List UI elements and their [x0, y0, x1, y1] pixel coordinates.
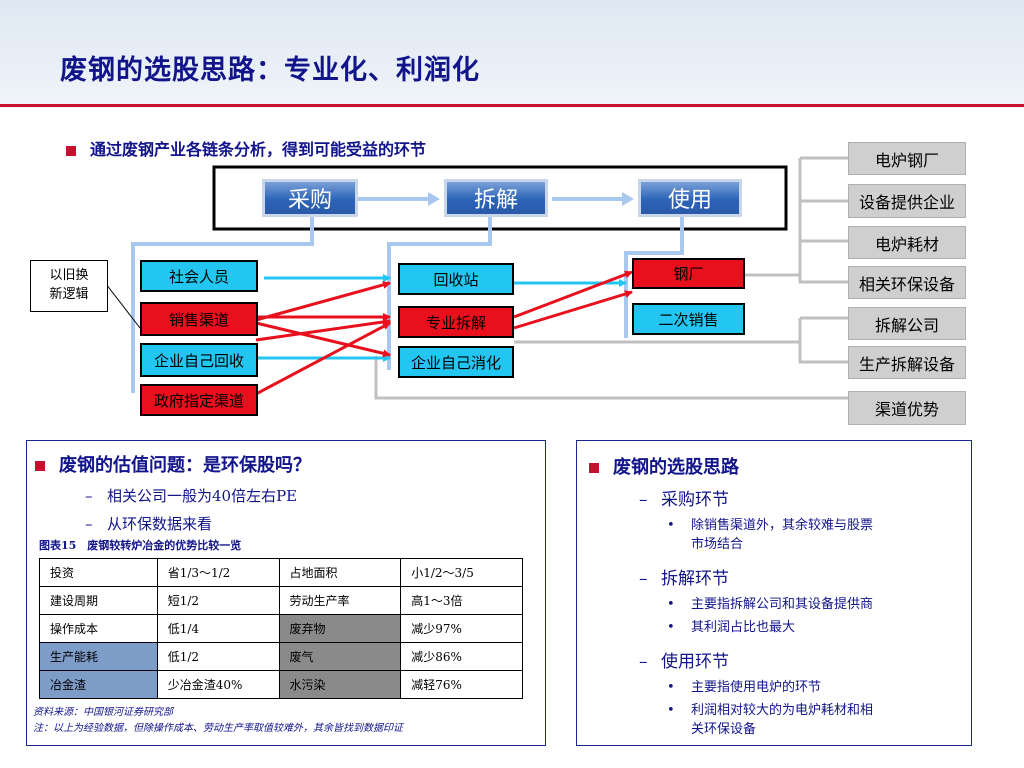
beneficiary-dismantling-equipment: 生产拆解设备: [848, 346, 966, 379]
header-divider: [0, 104, 1024, 107]
table-cell: 操作成本: [39, 614, 158, 643]
stage-frame: [212, 165, 788, 231]
right-section-title: –拆解环节: [639, 569, 729, 589]
header-background: [0, 0, 1024, 108]
process-professional-dismantling: 专业拆解: [398, 306, 514, 338]
square-bullet-icon: [66, 145, 76, 156]
flow-connectors: [105, 156, 848, 400]
stage-usage: 使用: [638, 179, 742, 217]
beneficiary-dismantling-company: 拆解公司: [848, 307, 966, 340]
right-panel-heading-text: 废钢的选股思路: [613, 457, 739, 478]
process-recycling-station: 回收站: [398, 263, 514, 295]
subtitle-text: 通过废钢产业各链条分析，得到可能受益的环节: [90, 140, 427, 159]
left-item-pe: 相关公司一般为40倍左右PE: [107, 487, 298, 505]
right-section-title: –使用环节: [639, 652, 729, 672]
right-section-bullet: •除销售渠道外，其余较难与股票市场结合: [667, 518, 874, 552]
process-self-digestion: 企业自己消化: [398, 346, 514, 378]
table-cell: 减少97%: [400, 614, 523, 643]
left-panel: 废钢的估值问题：是环保股吗？ –相关公司一般为40倍左右PE –从环保数据来看 …: [26, 440, 546, 746]
bullet-dot-icon: •: [667, 680, 675, 695]
source-government-channel: 政府指定渠道: [140, 384, 258, 416]
table-cell: 建设周期: [39, 586, 158, 615]
note-line-1: 以旧换: [49, 268, 89, 283]
square-bullet-icon: [589, 463, 599, 473]
table-cell: 废弃物: [278, 614, 402, 643]
right-section-bullet: •利润相对较大的为电炉耗材和相关环保设备: [667, 703, 874, 737]
table-cell: 投资: [39, 558, 158, 587]
left-item-env-data: 从环保数据来看: [107, 515, 213, 533]
table-cell: 少冶金渣40%: [156, 670, 280, 699]
stage-procurement: 采购: [262, 179, 358, 217]
left-panel-heading-text: 废钢的估值问题：是环保股吗？: [59, 455, 311, 476]
table-row: 冶金渣少冶金渣40%水污染减轻76%: [39, 670, 523, 699]
right-section-bullet: •主要指拆解公司和其设备提供商: [667, 597, 874, 612]
bullet-dot-icon: •: [667, 518, 675, 533]
footnote: 注：以上为经验数据，但除操作成本、劳动生产率取值较难外，其余皆找到数据印证: [33, 723, 403, 734]
source-self-recycling: 企业自己回收: [140, 343, 258, 377]
page-title: 废钢的选股思路：专业化、利润化: [60, 55, 480, 86]
usage-secondary-sales: 二次销售: [632, 303, 745, 335]
table-cell: 低1/2: [156, 642, 280, 671]
source-sales-channel: 销售渠道: [140, 302, 258, 336]
subtitle: 通过废钢产业各链条分析，得到可能受益的环节: [66, 136, 426, 160]
beneficiary-equipment-supplier: 设备提供企业: [848, 184, 966, 218]
left-panel-item: –从环保数据来看: [85, 515, 213, 533]
beneficiary-electric-furnace-mill: 电炉钢厂: [848, 142, 966, 175]
trade-in-note: 以旧换 新逻辑: [30, 260, 108, 312]
table-cell: 水污染: [278, 670, 402, 699]
right-panel-sections: –采购环节 •除销售渠道外，其余较难与股票市场结合 –拆解环节 •主要指拆解公司和其设…: [639, 485, 969, 749]
table-cell: 小1/2～3/5: [400, 558, 523, 587]
left-panel-item: –相关公司一般为40倍左右PE: [85, 487, 298, 505]
table-cell: 省1/3～1/2: [156, 558, 280, 587]
source-social-individuals: 社会人员: [140, 260, 258, 292]
table-cell: 减少86%: [400, 642, 523, 671]
table-cell: 低1/4: [156, 614, 280, 643]
beneficiary-furnace-consumables: 电炉耗材: [848, 226, 966, 259]
bullet-dot-icon: •: [667, 703, 675, 718]
right-section-bullet: •主要指使用电炉的环节: [667, 680, 822, 695]
bullet-dot-icon: •: [667, 620, 675, 635]
stage-dismantling: 拆解: [444, 179, 548, 217]
right-section-bullet: •其利润占比也最大: [667, 620, 796, 635]
table-cell: 占地面积: [278, 558, 402, 587]
square-bullet-icon: [35, 461, 45, 471]
right-section-title: –采购环节: [639, 490, 729, 510]
right-panel: 废钢的选股思路 –采购环节 •除销售渠道外，其余较难与股票市场结合 –拆解环节 •主要…: [576, 440, 972, 746]
table-cell: 废气: [278, 642, 402, 671]
table-cell: 生产能耗: [39, 642, 158, 671]
usage-steel-mill: 钢厂: [632, 258, 745, 289]
right-panel-heading: 废钢的选股思路: [589, 453, 739, 479]
table-cell: 短1/2: [156, 586, 280, 615]
figure-title: 图表15 废钢较转炉冶金的优势比较一览: [39, 539, 242, 552]
table-cell: 冶金渣: [39, 670, 158, 699]
bullet-dot-icon: •: [667, 597, 675, 612]
table-cell: 减轻76%: [400, 670, 523, 699]
note-line-2: 新逻辑: [49, 287, 89, 302]
table-cell: 高1～3倍: [400, 586, 523, 615]
beneficiary-channel-advantage: 渠道优势: [848, 391, 966, 425]
source-note: 资料来源：中国银河证券研究部: [33, 707, 173, 718]
table-cell: 劳动生产率: [278, 586, 402, 615]
left-panel-heading: 废钢的估值问题：是环保股吗？: [35, 451, 311, 477]
beneficiary-environmental-equipment: 相关环保设备: [848, 266, 966, 299]
